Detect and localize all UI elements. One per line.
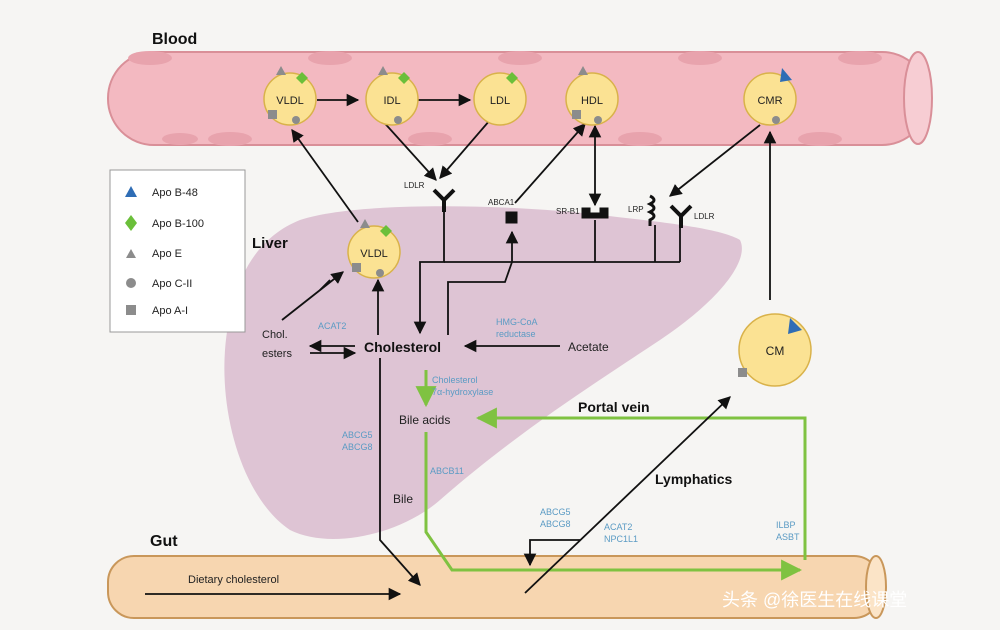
legend-label: Apo B-48 <box>152 187 198 199</box>
cyp7a1-label-1: Cholesterol <box>432 375 478 385</box>
lymphatics-label: Lymphatics <box>655 471 732 487</box>
acat2-liver-label: ACAT2 <box>318 321 346 331</box>
portal-vein-label: Portal vein <box>578 399 650 415</box>
cmr-label: CMR <box>757 95 782 107</box>
abcg5-gut-label-2: ABCG8 <box>540 519 571 529</box>
acetate-label: Acetate <box>568 340 609 354</box>
abcb11-label: ABCB11 <box>430 466 464 476</box>
hmgcoa-label-1: HMG-CoA <box>496 317 538 327</box>
blood-label: Blood <box>152 31 197 48</box>
bile-acids-label: Bile acids <box>399 413 450 427</box>
gut-label: Gut <box>150 533 178 550</box>
ldl-particle: LDL <box>473 72 527 126</box>
cm-label: CM <box>766 344 785 358</box>
hmgcoa-label-2: reductase <box>496 329 536 339</box>
acat2-gut-label-2: NPC1L1 <box>604 534 638 544</box>
legend-label: Apo E <box>152 248 182 260</box>
legend-apo-a1-icon <box>126 305 136 315</box>
idl-label: IDL <box>383 95 400 107</box>
hdl-label: HDL <box>581 95 603 107</box>
ldl-label: LDL <box>490 95 510 107</box>
liver-shape <box>224 206 742 539</box>
vldl-blood-particle: VLDL <box>263 66 317 126</box>
srb1-label: SR-B1 <box>556 207 580 216</box>
arrows <box>145 93 777 601</box>
ilbp-label-2: ASBT <box>776 532 800 542</box>
srb1-receptor <box>581 207 609 219</box>
legend-label: Apo B-100 <box>152 218 204 230</box>
vldl-liver-label: VLDL <box>360 248 388 260</box>
chol-esters-label-2: esters <box>262 348 292 360</box>
abcg5-liver-label-1: ABCG5 <box>342 430 373 440</box>
ldlr-left-label: LDLR <box>404 181 425 190</box>
abca1-label: ABCA1 <box>488 198 515 207</box>
cmr-particle: CMR <box>743 68 797 126</box>
ilbp-label-1: ILBP <box>776 520 796 530</box>
green-pathway <box>415 370 807 581</box>
legend-apo-b100-icon <box>125 215 137 231</box>
cm-particle: CM <box>738 313 812 387</box>
legend-label: Apo A-I <box>152 305 188 317</box>
vldl-liver-particle: VLDL <box>347 219 401 279</box>
bile-label: Bile <box>393 492 413 506</box>
particles: VLDL IDL LDL HDL CMR <box>263 66 812 387</box>
dietary-cholesterol-label: Dietary cholesterol <box>188 574 279 586</box>
abcg5-liver-label-2: ABCG8 <box>342 442 373 452</box>
ldlr-right-label: LDLR <box>694 212 715 221</box>
legend-label: Apo C-II <box>152 278 192 290</box>
idl-particle: IDL <box>365 66 419 126</box>
cholesterol-label: Cholesterol <box>364 339 441 355</box>
cyp7a1-label-2: 7α-hydroxylase <box>432 387 493 397</box>
ldlr-left-receptor <box>432 188 456 212</box>
legend-apo-c2-icon <box>126 278 136 288</box>
acat2-gut-label-1: ACAT2 <box>604 522 632 532</box>
liver-label: Liver <box>252 235 288 252</box>
abcg5-gut-label-1: ABCG5 <box>540 507 571 517</box>
legend-apo-e-icon <box>126 249 136 258</box>
chol-esters-label-1: Chol. <box>262 329 288 341</box>
receptors <box>432 188 693 228</box>
lrp-label: LRP <box>628 205 644 214</box>
ldlr-right-receptor <box>669 204 693 228</box>
abca1-receptor <box>505 211 518 224</box>
watermark-text: 头条 @徐医生在线课堂 <box>722 590 907 610</box>
lrp-receptor <box>646 194 656 226</box>
legend: Apo B-48 Apo B-100 Apo E Apo C-II Apo A-… <box>109 169 246 333</box>
legend-apo-b48-icon <box>125 186 137 197</box>
vldl-blood-label: VLDL <box>276 95 304 107</box>
hdl-particle: HDL <box>565 66 619 126</box>
